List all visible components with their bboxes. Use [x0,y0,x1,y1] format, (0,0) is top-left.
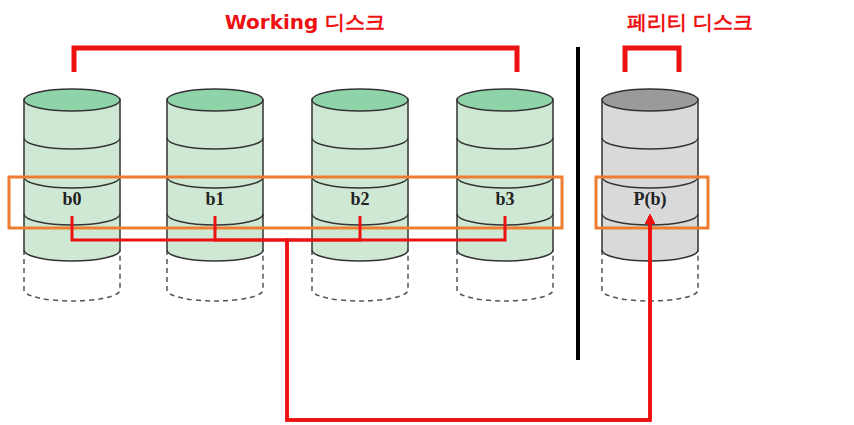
disk-section-line [24,177,120,188]
parity-arrow [215,216,650,420]
disk-section-line [312,138,408,149]
working-disk [24,89,120,301]
disk-section-line [24,138,120,149]
data-block: b0 [27,182,117,216]
working-disk [457,89,553,301]
disk-top [312,89,408,111]
stripe-box [9,177,562,228]
block-label: b1 [205,189,224,210]
block-label: b0 [62,189,81,210]
separator-line [576,47,580,360]
working-disk [312,89,408,301]
parity-stripe-box [596,177,708,228]
block-label: b2 [350,189,369,210]
block-label: P(b) [634,189,667,210]
working-disk [167,89,263,301]
disk-top [167,89,263,111]
disk-section-line [167,138,263,149]
disk-section-line [602,138,698,149]
disk-top [24,89,120,111]
disk-section-line [457,138,553,149]
data-block: b2 [315,182,405,216]
parity-arrow [72,216,650,420]
disk-top [457,89,553,111]
disk-section-line [457,177,553,188]
parity-arrow [287,216,650,420]
group-heading: 페리티 디스크 [627,9,754,36]
working-bracket [74,48,517,72]
parity-block: P(b) [605,182,695,216]
disk-top [602,89,698,111]
data-block: b1 [170,182,260,216]
parity-arrow [287,216,650,420]
data-block: b3 [460,182,550,216]
parity-bracket [625,48,679,72]
disk-section-line [167,177,263,188]
block-label: b3 [495,189,514,210]
disk-section-line [312,177,408,188]
group-heading: Working 디스크 [225,9,386,36]
disk-section-line [602,177,698,188]
